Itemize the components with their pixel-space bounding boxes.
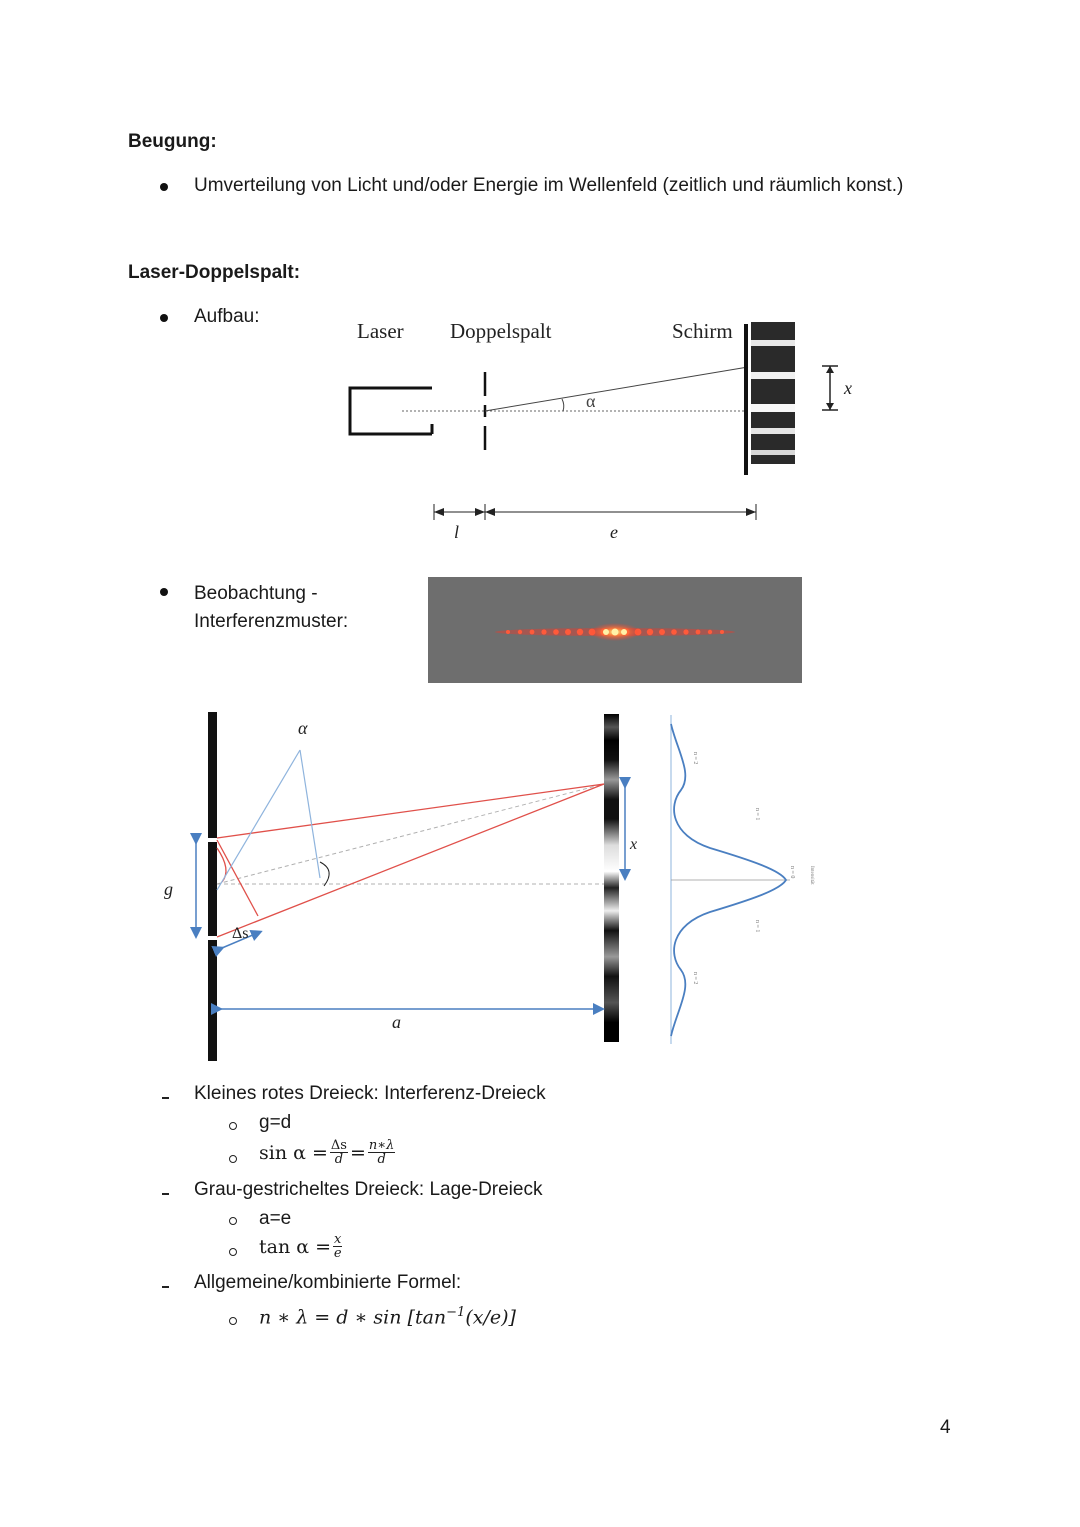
heading-laser-doppelspalt: Laser-Doppelspalt: — [128, 262, 301, 283]
order-label: n = 2 — [692, 752, 698, 764]
bullet-icon — [160, 588, 168, 596]
circle-bullet-icon — [229, 1248, 237, 1256]
note-g-equals-d: g=d — [259, 1112, 292, 1133]
schirm-label: Schirm — [672, 319, 733, 343]
beugung-definition: Umverteilung von Licht und/oder Energie … — [194, 175, 904, 196]
formula-combined-main: n ∗ λ = d ∗ sin [tan — [259, 1306, 447, 1329]
page-number: 4 — [940, 1417, 951, 1438]
x-label: x — [629, 836, 637, 853]
note-a-equals-e: a=e — [259, 1208, 292, 1229]
note-interferenz-dreieck: Kleines rotes Dreieck: Interferenz-Dreie… — [194, 1083, 546, 1104]
l-label: l — [454, 522, 459, 542]
alpha-label: α — [298, 718, 308, 738]
aufbau-label: Aufbau: — [194, 306, 260, 327]
circle-bullet-icon — [229, 1217, 237, 1225]
alpha-label: α — [586, 391, 596, 411]
dash-icon — [162, 1193, 169, 1195]
geometry-diagram: α g Δs x a n = 2 n = 1 n = 0 n = 1 n = 2… — [164, 712, 814, 1061]
formula-sin-lhs: sin α = — [259, 1141, 328, 1164]
fraction-numerator: x — [333, 1232, 343, 1247]
interference-screen — [604, 714, 619, 1042]
fraction-numerator: Δs — [329, 1138, 348, 1153]
circle-bullet-icon — [229, 1317, 237, 1325]
setup-diagram: Laser Doppelspalt Schirm α x l e — [348, 319, 852, 542]
e-label: e — [610, 522, 618, 542]
bullet-icon — [160, 314, 168, 322]
fraction-delta-s-over-d: Δs d — [329, 1138, 348, 1167]
slit-wall-upper — [208, 712, 217, 838]
formula-combined-exponent: −1 — [446, 1305, 466, 1320]
bullet-icon — [160, 183, 168, 191]
beobachtung-line1: Beobachtung - — [194, 583, 318, 604]
note-combined-formula: Allgemeine/kombinierte Formel: — [194, 1272, 462, 1293]
note-lage-dreieck: Grau-gestricheltes Dreieck: Lage-Dreieck — [194, 1179, 543, 1200]
heading-beugung: Beugung: — [128, 131, 217, 152]
formula-sin-alpha: sin α = Δs d = n∗λ d — [259, 1139, 397, 1166]
formula-tan-lhs: tan α = — [259, 1235, 332, 1258]
order-label: n = 1 — [754, 808, 760, 820]
fraction-denominator: d — [334, 1152, 344, 1167]
order-label: n = 1 — [754, 920, 760, 932]
slit-wall-middle — [208, 842, 217, 936]
formula-combined-argument: (x/e)] — [465, 1306, 516, 1329]
dash-icon — [162, 1097, 169, 1099]
g-label: g — [164, 879, 173, 899]
intensity-axis-label: Intensität — [809, 866, 814, 885]
fraction-numerator: n∗λ — [367, 1138, 396, 1153]
x-label: x — [843, 378, 852, 398]
doppelspalt-label: Doppelspalt — [450, 319, 552, 343]
equals-sign: = — [349, 1141, 366, 1164]
formula-tan-alpha: tan α = x e — [259, 1233, 344, 1260]
intensity-curve — [670, 723, 788, 1037]
a-label: a — [392, 1012, 401, 1032]
laser-box — [348, 386, 432, 436]
fraction-x-over-e: x e — [333, 1232, 343, 1261]
delta-s-label: Δs — [232, 925, 249, 942]
circle-bullet-icon — [229, 1122, 237, 1130]
fraction-n-lambda-over-d: n∗λ d — [367, 1138, 396, 1167]
fraction-denominator: d — [377, 1152, 386, 1167]
beobachtung-label: Beobachtung - Interferenzmuster: — [194, 580, 348, 636]
formula-combined: n ∗ λ = d ∗ sin [tan−1(x/e)] — [259, 1305, 516, 1328]
circle-bullet-icon — [229, 1155, 237, 1163]
order-label: n = 0 — [789, 866, 795, 878]
fraction-denominator: e — [333, 1246, 342, 1261]
dash-icon — [162, 1286, 169, 1288]
beobachtung-line2: Interferenzmuster: — [194, 611, 349, 632]
order-label: n = 2 — [692, 972, 698, 984]
slit-wall-lower — [208, 940, 217, 1061]
laser-label: Laser — [357, 319, 404, 343]
interference-photo — [428, 577, 802, 683]
